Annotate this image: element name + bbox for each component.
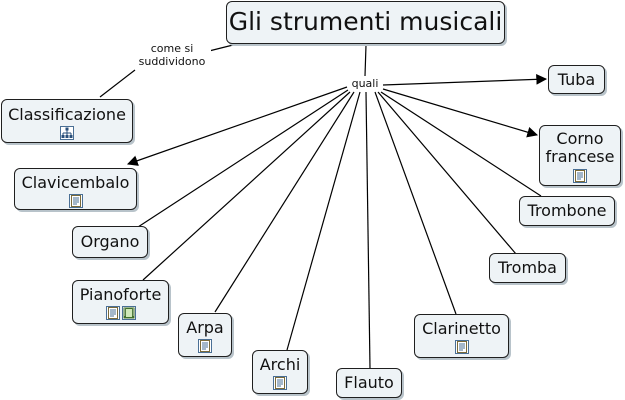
document-icon[interactable] (273, 376, 287, 391)
concept-label: Arpa (186, 318, 224, 337)
document-icon[interactable] (68, 194, 83, 209)
line-quali-to-corno (382, 88, 539, 138)
link-label-quali: quali (348, 77, 382, 91)
line-quali-to-arpa (214, 91, 355, 313)
concept-flauto[interactable]: Flauto (336, 368, 402, 398)
concept-clavicembalo[interactable]: Clavicembalo (14, 168, 137, 210)
concept-corno-francese[interactable]: Corno francese (539, 125, 621, 186)
document-icon[interactable] (198, 339, 212, 354)
concept-tromba[interactable]: Tromba (489, 253, 566, 283)
line-subdivide-to-classificazione (99, 69, 136, 98)
line-quali-to-pianoforte (142, 91, 351, 281)
concept-label: Classificazione (8, 105, 126, 124)
concept-clarinetto[interactable]: Clarinetto (414, 314, 509, 358)
concept-organo[interactable]: Organo (72, 226, 148, 258)
concept-tuba[interactable]: Tuba (548, 65, 605, 94)
concept-arpa[interactable]: Arpa (178, 313, 232, 357)
concept-label: Pianoforte (79, 285, 162, 304)
line-quali-to-trombone (380, 91, 542, 197)
concept-trombone[interactable]: Trombone (519, 196, 615, 226)
concept-pianoforte[interactable]: Pianoforte (72, 280, 169, 324)
concept-map-icon[interactable] (60, 126, 74, 141)
concept-archi[interactable]: Archi (252, 350, 308, 394)
concept-label: Clarinetto (422, 319, 501, 338)
line-quali-to-clavicembalo (126, 86, 348, 166)
concept-label: Archi (259, 355, 301, 374)
document-icon[interactable] (573, 168, 587, 183)
concept-label: Organo (80, 232, 140, 251)
concept-label: Tuba (557, 70, 596, 89)
concept-label: Corno francese (545, 129, 615, 167)
concept-label: Flauto (344, 373, 394, 392)
concept-label: Clavicembalo (21, 173, 130, 192)
line-quali-to-archi (286, 91, 361, 351)
line-quali-to-flauto (365, 91, 371, 369)
concept-label: Trombone (527, 201, 607, 220)
video-icon[interactable] (121, 306, 136, 321)
concept-label: Tromba (498, 258, 557, 277)
link-label-subdivide: come si suddividono (133, 42, 211, 69)
concept-classificazione[interactable]: Classificazione (1, 99, 133, 143)
document-icon[interactable] (454, 340, 469, 355)
document-icon[interactable] (105, 306, 120, 321)
title-label: Gli strumenti musicali (228, 7, 503, 36)
line-title-to-quali (364, 44, 367, 77)
title-concept[interactable]: Gli strumenti musicali (226, 1, 505, 44)
line-quali-to-organo (137, 89, 349, 228)
line-quali-to-clarinetto (374, 91, 457, 315)
line-quali-to-tuba (382, 73, 548, 86)
line-quali-to-tromba (377, 91, 517, 255)
